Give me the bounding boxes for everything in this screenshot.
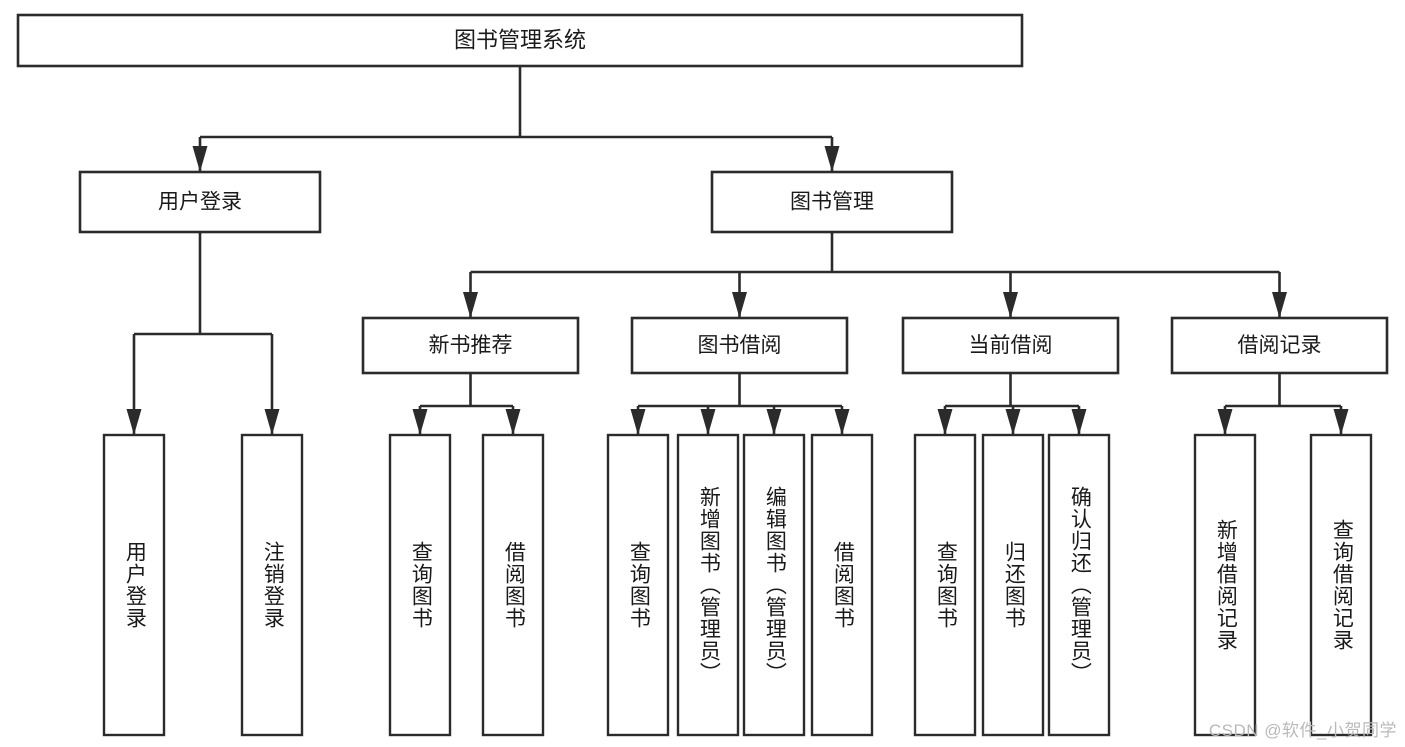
arrow-head-icon-leaf-query-book-3 [937,409,953,435]
node-box-leaf-logout[interactable] [240,433,304,737]
node-box-user-login[interactable] [78,170,322,234]
connector-layer [126,66,1349,435]
arrow-head-icon-leaf-confirm-return [1071,409,1087,435]
node-box-leaf-edit-book[interactable] [742,433,806,737]
node-box-leaf-query-book-3[interactable] [913,433,977,737]
arrow-head-icon-leaf-query-book-1 [412,409,428,435]
node-box-leaf-borrow-book-1[interactable] [481,433,545,737]
arrow-head-icon-leaf-query-book-2 [630,409,646,435]
node-box-leaf-add-record[interactable] [1193,433,1257,737]
arrow-head-icon-leaf-user-login [126,409,142,435]
node-box-leaf-query-record[interactable] [1309,433,1373,737]
arrow-head-icon-leaf-add-book [700,409,716,435]
node-label-new-book-rec: 新书推荐 [429,334,513,357]
node-box-new-book-rec[interactable] [361,316,580,375]
arrow-head-icon-borrow-record [1272,292,1287,318]
node-box-book-borrow[interactable] [630,316,849,375]
arrow-head-icon-leaf-logout [264,409,280,435]
node-box-leaf-add-book[interactable] [676,433,740,737]
node-box-leaf-return-book[interactable] [981,433,1045,737]
arrow-head-icon-leaf-add-record [1217,409,1233,435]
node-box-leaf-confirm-return[interactable] [1047,433,1111,737]
arrow-head-icon-leaf-return-book [1005,409,1021,435]
node-label-root: 图书管理系统 [454,27,586,52]
node-label-user-login: 用户登录 [158,191,242,214]
arrow-head-icon-book-borrow [732,292,747,318]
arrow-head-icon-leaf-edit-book [766,409,782,435]
node-box-current-borrow[interactable] [901,316,1120,375]
node-box-leaf-query-book-2[interactable] [606,433,670,737]
node-label-current-borrow: 当前借阅 [969,334,1053,357]
node-box-layer [16,13,1389,737]
arrow-head-icon-current-borrow [1003,292,1018,318]
node-box-leaf-user-login[interactable] [102,433,166,737]
node-box-leaf-query-book-1[interactable] [388,433,452,737]
node-label-borrow-record: 借阅记录 [1238,334,1322,357]
node-box-borrow-record[interactable] [1170,316,1389,375]
arrow-head-icon-leaf-borrow-book-2 [834,409,850,435]
node-label-book-borrow: 图书借阅 [698,334,782,357]
node-box-root[interactable] [16,13,1024,68]
arrow-head-icon-new-book-rec [463,292,478,318]
arrow-head-icon-leaf-query-record [1333,409,1349,435]
arrow-head-icon-leaf-borrow-book-1 [505,409,521,435]
node-box-book-manage[interactable] [710,170,954,234]
node-box-leaf-borrow-book-2[interactable] [810,433,874,737]
arrow-head-icon-user-login [192,146,208,172]
node-label-book-manage: 图书管理 [790,191,874,214]
watermark-text: CSDN @软件_小贺同学 [1208,721,1397,740]
arrow-head-icon-book-manage [824,146,840,172]
